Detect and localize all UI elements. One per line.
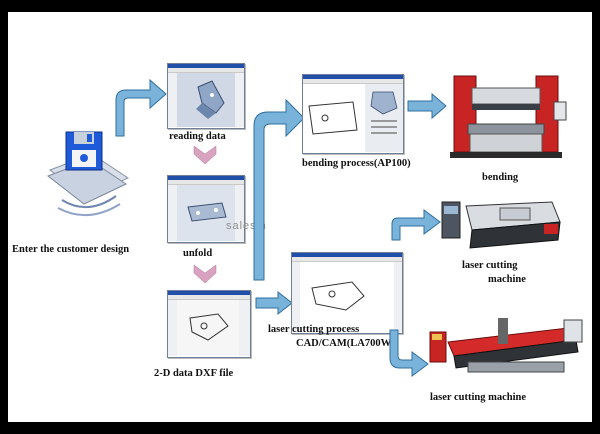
label-bending-process: bending process(AP100) xyxy=(302,158,411,169)
label-unfold: unfold xyxy=(183,248,213,259)
label-reading-data: reading data xyxy=(169,131,226,142)
label-laser-process-line1: laser cutting process xyxy=(268,324,360,335)
arrow-to-laser-machine-bottom xyxy=(389,329,429,377)
arrow-to-bending-machine xyxy=(407,92,447,120)
laser-cutting-machine-bottom-image xyxy=(429,318,583,373)
diagram-canvas: Enter the customer design reading data xyxy=(8,12,592,422)
unfold-screenshot xyxy=(167,175,245,243)
arrow-to-bending-process xyxy=(253,98,305,281)
label-customer-design: Enter the customer design xyxy=(12,244,130,255)
label-dxf-file: 2-D data DXF file xyxy=(154,368,234,379)
label-bending: bending xyxy=(482,172,519,183)
arrow-design-to-reading xyxy=(115,78,167,137)
bending-machine-image xyxy=(450,75,567,158)
floppy-disk-icon xyxy=(46,131,130,217)
label-laser-process-line2: CAD/CAM(LA700W) xyxy=(296,338,395,349)
label-laser-machine-bottom: laser cutting machine xyxy=(430,392,527,403)
label-laser-machine-top-line1: laser cutting xyxy=(462,260,518,271)
laser-cutting-process-screenshot xyxy=(291,252,403,334)
reading-data-screenshot xyxy=(167,63,245,129)
laser-cutting-machine-top-image xyxy=(441,201,561,249)
arrow-dxf-to-laser-process xyxy=(255,290,293,316)
arrow-to-laser-machine-top xyxy=(391,209,441,241)
dxf-file-screenshot xyxy=(167,290,251,358)
bending-process-screenshot xyxy=(302,74,404,154)
chevron-down-icon xyxy=(193,264,217,284)
chevron-down-icon xyxy=(193,145,217,165)
label-laser-machine-top-line2: machine xyxy=(488,274,526,285)
